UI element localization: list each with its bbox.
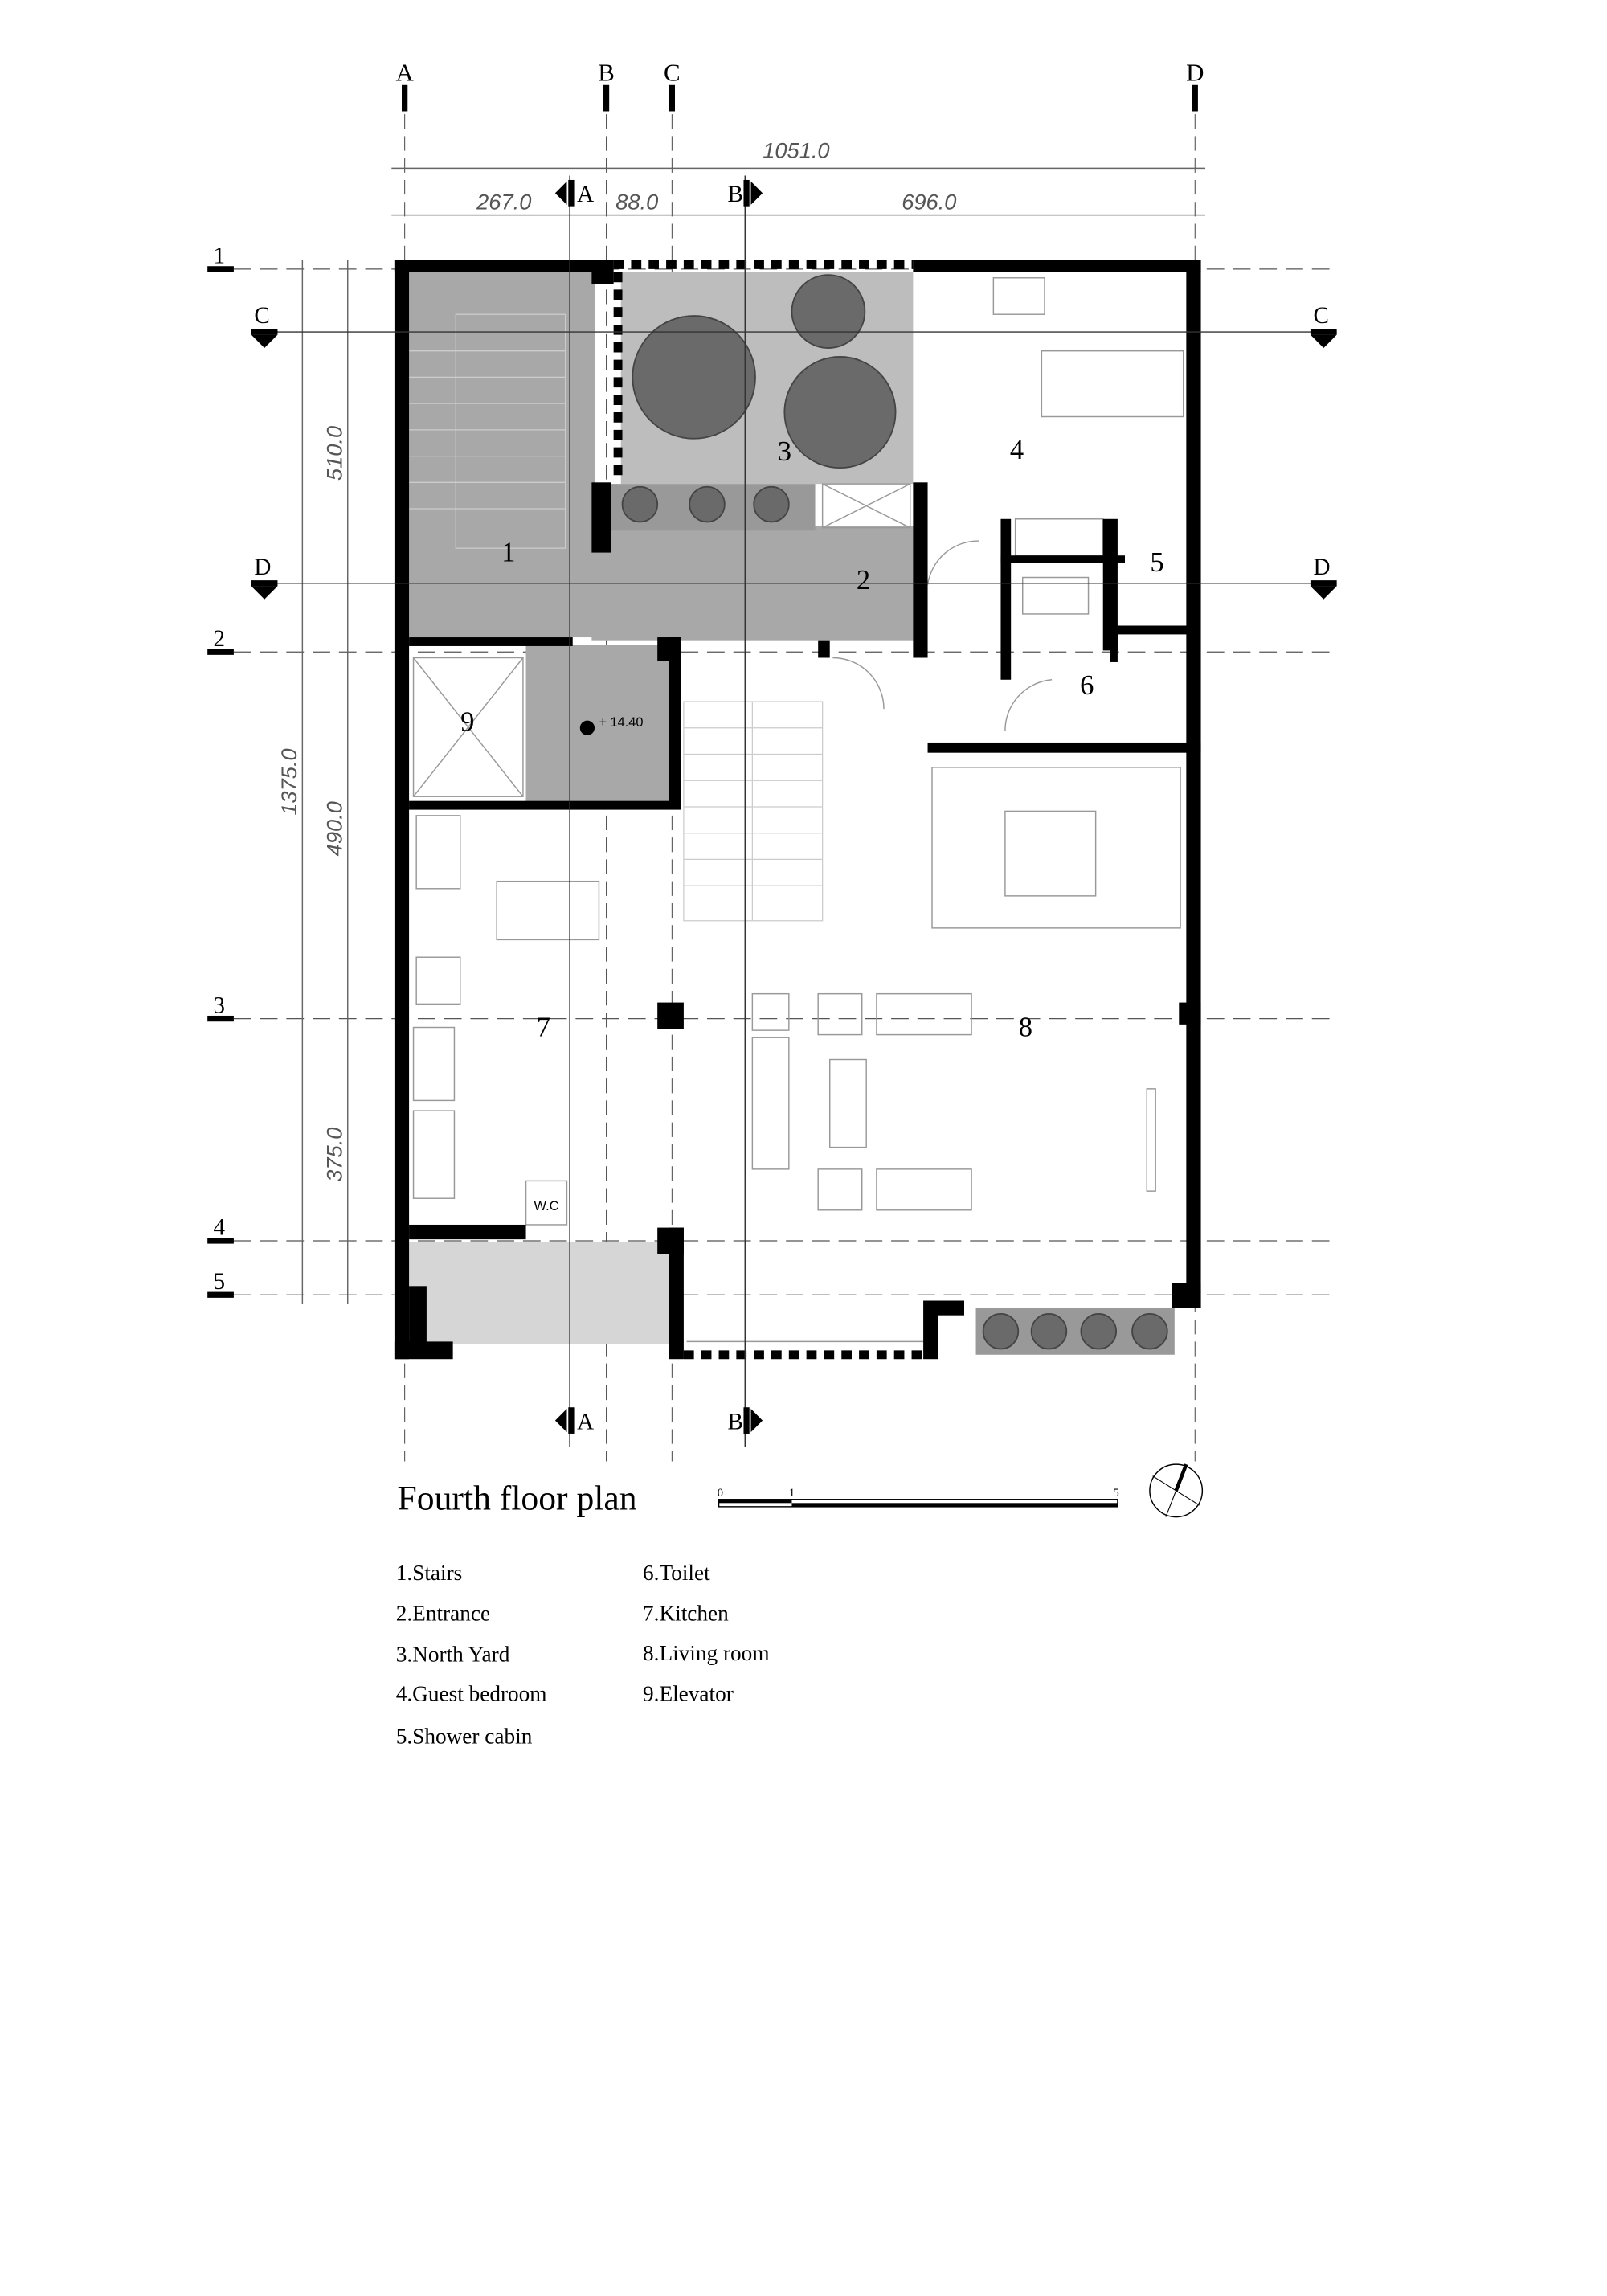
dim-w1: 267.0 [476,189,531,214]
room-number-5: 5 [1150,547,1163,578]
wc-label: W.C [534,1199,559,1213]
dim-total-width: 1051.0 [763,138,829,163]
scale-label-0: 0 [718,1487,723,1500]
room-number-9: 9 [460,706,474,737]
scale-bar: 0 1 5 [718,1487,1119,1508]
grid-label-d: D [1186,58,1204,86]
glazing-dashed [613,260,924,1360]
scale-label-1: 1 [789,1487,795,1500]
legend-item: 5.Shower cabin [396,1724,533,1748]
room-number-4: 4 [1010,435,1024,465]
room-number-8: 8 [1019,1012,1032,1042]
section-a-top: A [577,182,594,207]
legend-item: 7.Kitchen [643,1602,729,1626]
room-number-6: 6 [1080,670,1094,701]
dim-total-depth: 1375.0 [276,748,301,815]
balcony-floor [409,1242,669,1345]
legend-item: 6.Toilet [643,1561,710,1585]
grid-label-a: A [395,58,414,86]
dim-d2: 490.0 [321,801,346,856]
legend-item: 8.Living room [643,1641,770,1665]
section-a-bottom: A [577,1410,594,1435]
north-arrow-icon [1149,1463,1204,1518]
row-label-4: 4 [213,1215,225,1241]
row-label-2: 2 [213,626,225,652]
legend-item: 3.North Yard [396,1643,510,1667]
dim-w2: 88.0 [615,189,658,214]
plan-title: Fourth floor plan [398,1480,637,1518]
elevator-shaft [412,483,911,797]
room-number-2: 2 [857,565,870,595]
dim-w3: 696.0 [902,189,956,214]
room-number-1: 1 [501,538,515,568]
tree-icons [621,274,1168,1350]
section-b-top: B [727,182,742,207]
section-c-right: C [1314,303,1329,329]
elevation-label: + 14.40 [599,715,643,730]
elevation-marker: + 14.40 [579,715,644,735]
dim-d3: 375.0 [321,1128,346,1182]
legend-item: 1.Stairs [396,1561,463,1585]
grid-label-c: C [664,58,681,86]
walls [394,260,1201,1360]
legend-item: 9.Elevator [643,1682,734,1706]
stair-treads [409,313,824,922]
section-d-right: D [1314,555,1331,580]
section-b-bottom: B [727,1410,742,1435]
grid-label-b: B [598,58,615,86]
furniture [412,277,1184,1343]
legend-item: 2.Entrance [396,1602,490,1626]
section-d-left: D [254,555,271,580]
room-number-7: 7 [537,1012,550,1042]
scale-label-5: 5 [1113,1487,1118,1500]
dim-d1: 510.0 [321,426,346,481]
row-label-3: 3 [213,992,225,1018]
row-label-1: 1 [213,244,225,269]
legend-item: 4.Guest bedroom [396,1682,547,1706]
section-c-left: C [254,303,269,329]
room-number-3: 3 [778,436,791,467]
row-label-5: 5 [213,1269,225,1295]
legend: 1.Stairs 2.Entrance 3.North Yard 4.Guest… [396,1561,770,1749]
elevator-hall-floor [525,645,673,803]
stairs-floor [409,272,595,638]
